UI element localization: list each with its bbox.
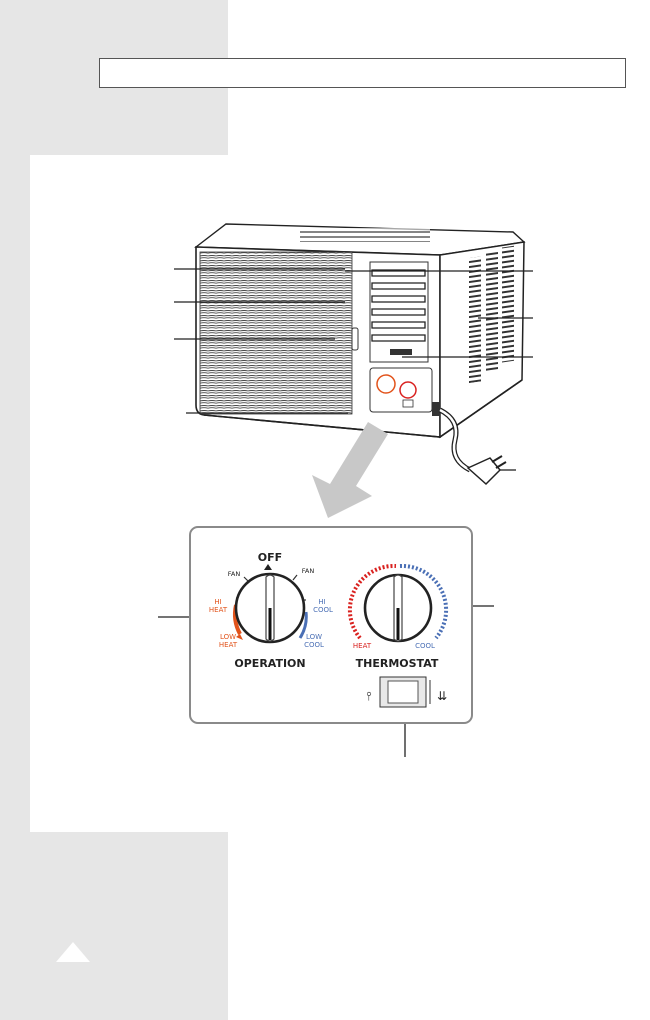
thermostat-heat-scale [347,563,397,640]
low-heat-label-line1: LOW [220,633,236,641]
cool-label: COOL [415,642,435,650]
thermostat-dial: HEAT COOL THERMOSTAT [347,563,449,670]
fan-right-label: FAN [302,567,315,575]
unit-body [194,223,526,439]
hi-cool-label-line2: COOL [313,606,333,614]
off-label: OFF [258,551,282,564]
page-up-arrow-icon[interactable] [56,942,90,962]
heat-label: HEAT [353,642,372,650]
hi-cool-label-line1: HI [318,598,325,606]
sidebar-middle-band [0,155,30,832]
front-intake-grille [199,251,353,415]
thermostat-cool-scale [399,563,449,640]
vent-rocker-switch[interactable]: ⫯ ⇊ [366,676,447,708]
operation-dial: OFF FAN FAN HI HEAT LOW HEAT HI COOL LOW… [209,551,333,670]
fan-symbol-icon: ⫯ [366,689,371,703]
air-outlet-louvers [369,261,429,363]
hi-heat-label-line2: HEAT [209,606,228,614]
low-cool-label-line2: COOL [304,641,324,649]
power-cord [432,402,507,486]
operation-label: OPERATION [234,657,305,670]
mini-control-panel [369,367,433,413]
side-air-vents [469,245,514,384]
section-title-box [99,58,626,88]
vent-symbol-icon: ⇊ [437,689,447,703]
hi-heat-label-line1: HI [214,598,221,606]
sidebar-bottom-band [0,832,228,1020]
zoom-arrow-icon [312,422,388,518]
low-heat-label-line2: HEAT [219,641,238,649]
low-cool-label-line1: LOW [306,633,322,641]
control-panel-zoom: OFF FAN FAN HI HEAT LOW HEAT HI COOL LOW… [189,526,473,724]
thermostat-label: THERMOSTAT [356,657,439,670]
fan-left-label: FAN [228,570,241,578]
